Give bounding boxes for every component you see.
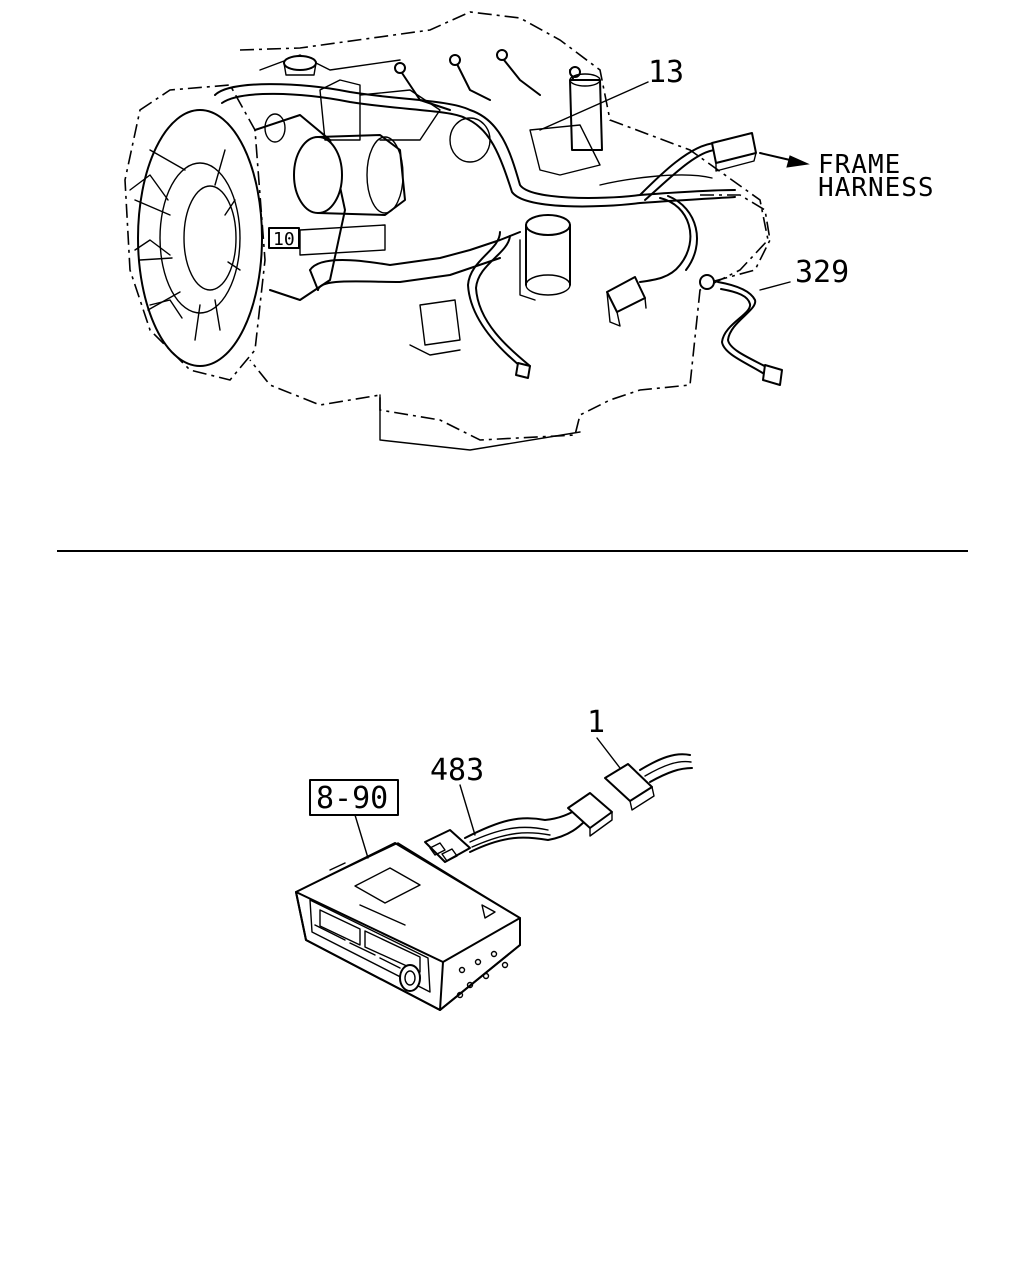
callout-10-box xyxy=(268,227,300,249)
callout-483: 483 xyxy=(430,753,484,788)
callout-13: 13 xyxy=(648,55,684,90)
reference-8-90: 8-90 xyxy=(316,781,388,816)
ground-cable xyxy=(699,274,783,386)
leader-329 xyxy=(759,281,791,291)
reference-box xyxy=(309,779,399,816)
leader-13 xyxy=(539,81,649,131)
starter-icon xyxy=(519,214,571,301)
radio-illustration: 1 483 8-90 xyxy=(295,705,693,1011)
arrow-right-icon xyxy=(759,152,810,168)
callout-10: 10 xyxy=(273,229,295,250)
callout-1: 1 xyxy=(587,705,605,740)
leader-8-90 xyxy=(354,814,369,859)
lower-connector xyxy=(606,276,647,327)
frame-harness-connector xyxy=(711,132,757,172)
sensor-plug xyxy=(515,362,531,379)
leader-483 xyxy=(459,784,476,836)
alternator-icon xyxy=(293,134,406,216)
leader-1 xyxy=(596,737,621,769)
frame-note-line2: HARNESS xyxy=(818,173,935,203)
fan-icon xyxy=(129,109,263,367)
engine-illustration: 13 10 FRAME HARNESS 329 xyxy=(124,11,935,451)
callout-329: 329 xyxy=(795,255,849,290)
frame-note-line1: FRAME xyxy=(818,150,901,180)
radio-harness xyxy=(424,792,613,863)
engine-harness xyxy=(214,83,736,371)
connector-1 xyxy=(604,753,693,811)
radio-unit-icon xyxy=(295,842,521,1011)
